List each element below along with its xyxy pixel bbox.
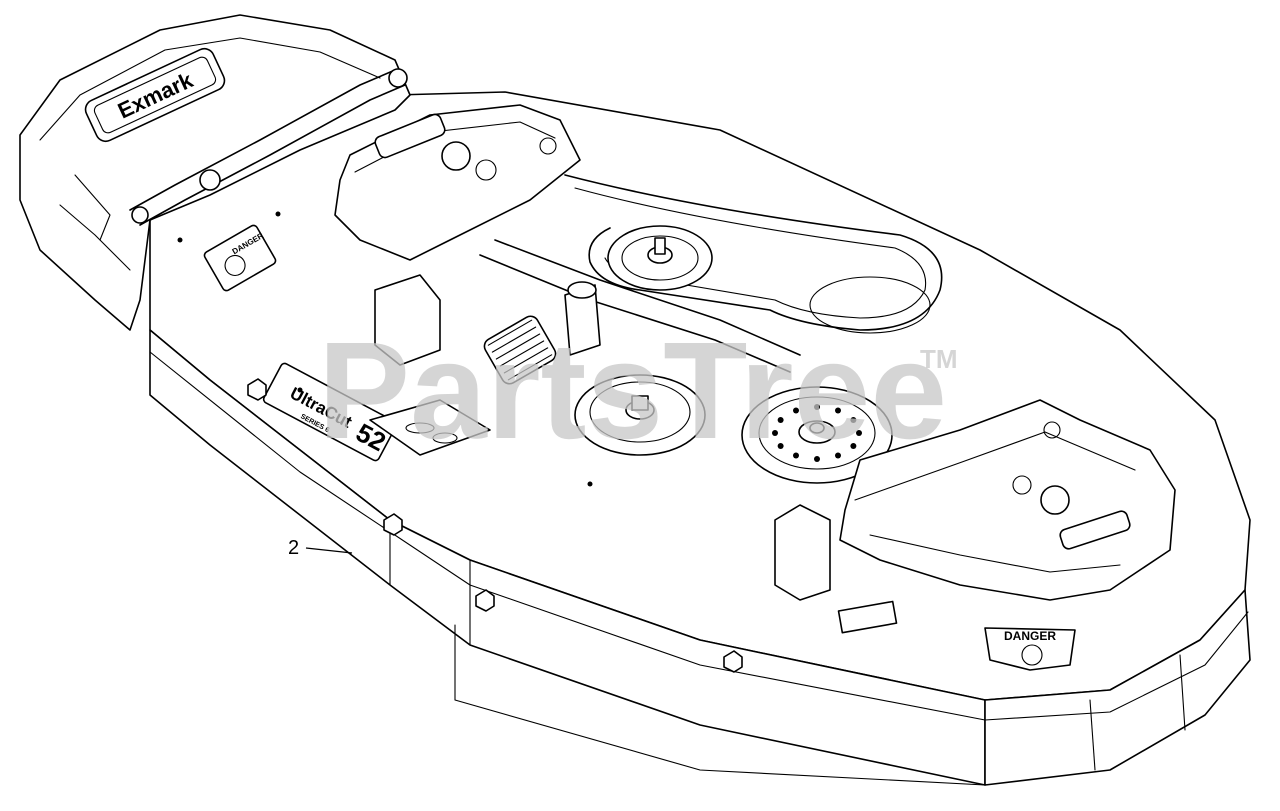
belt-routing-decal <box>369 399 491 456</box>
callout-2[interactable]: 2 <box>288 537 353 559</box>
right-spindle-cover <box>774 399 1176 601</box>
pulley-hole <box>850 417 857 423</box>
callout-label[interactable]: 2 <box>288 537 299 559</box>
watermark-trademark: TM <box>920 344 958 374</box>
center-pulley <box>574 374 706 456</box>
pulley-hole <box>856 430 862 436</box>
pulley-hole <box>777 417 784 423</box>
watermark: PartsTree TM <box>318 314 958 468</box>
danger-decal-left: DANGER <box>203 224 277 292</box>
drive-belt <box>479 174 943 373</box>
pulley-hole <box>793 407 799 414</box>
watermark-text: PartsTree <box>318 314 947 468</box>
pulley-hole <box>850 443 857 449</box>
warning-label-decal <box>837 600 898 634</box>
callout-leader-line <box>305 547 353 554</box>
cover-knob-icon <box>441 141 471 171</box>
model-decal: UltraCut 52 SERIES 6 <box>262 362 491 462</box>
right-pulley <box>741 386 893 484</box>
bolts <box>177 211 743 673</box>
danger-decal-right: DANGER <box>837 600 1076 671</box>
tension-spring <box>374 274 601 385</box>
pulley-hole <box>814 404 820 410</box>
center-spindle-cover <box>334 104 581 261</box>
pulley-hole <box>835 452 841 459</box>
pulley-hole <box>835 407 841 414</box>
pulley-hole <box>793 452 799 459</box>
pulley-hole <box>772 430 778 436</box>
danger-right-text: DANGER <box>1004 629 1056 643</box>
pulley-hole <box>777 443 784 449</box>
left-end-cover: Exmark <box>19 14 411 331</box>
idler-pulley <box>607 225 713 291</box>
pulley-hole <box>814 456 820 462</box>
